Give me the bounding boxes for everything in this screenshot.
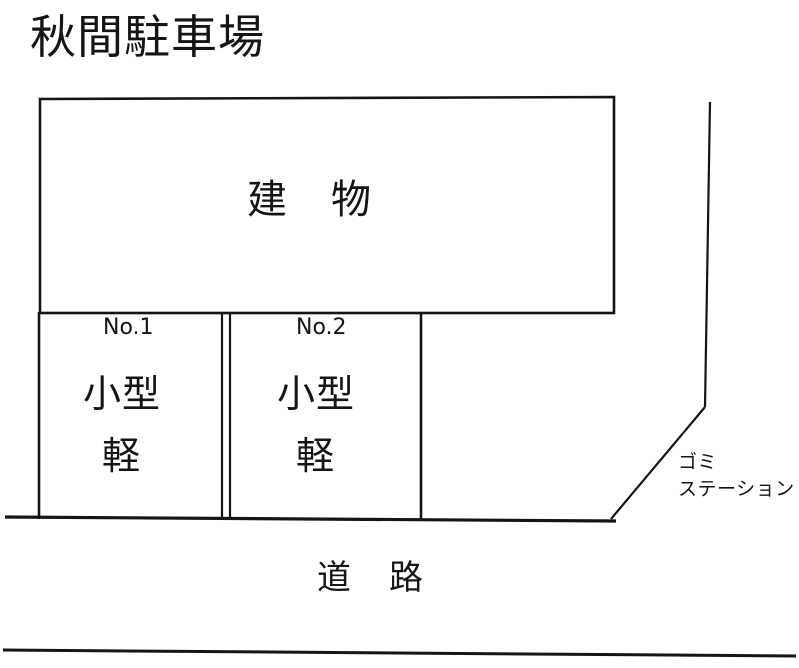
road-upper-edge [4, 515, 617, 523]
garbage-station-label-line2: ステーション [678, 478, 795, 500]
stall-number-2: No.2 [296, 315, 347, 340]
stall-type-1: 小型 [83, 372, 162, 416]
page-title: 秋間駐車場 [30, 10, 265, 64]
property-boundary-line [610, 101, 712, 520]
garbage-station-label-line1: ゴミ [678, 451, 718, 473]
stall-divider-1 [220, 312, 232, 519]
stall-type-2: 小型 [277, 372, 356, 416]
road-label: 道 路 [317, 558, 425, 598]
road-lower-edge [2, 648, 797, 658]
stall-class-2: 軽 [296, 434, 335, 478]
stall-class-1: 軽 [102, 434, 141, 478]
building-label: 建 物 [247, 177, 373, 223]
parking-stalls-outline [37, 311, 614, 519]
stall-number-1: No.1 [103, 315, 154, 340]
